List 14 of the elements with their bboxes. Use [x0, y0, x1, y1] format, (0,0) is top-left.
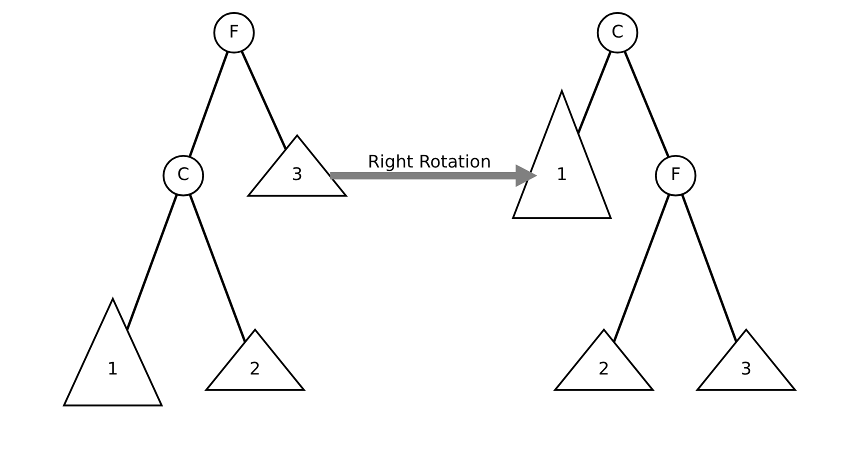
connector	[624, 51, 670, 158]
node-circle: C	[162, 154, 204, 196]
connector	[126, 194, 178, 330]
node-circle: C	[596, 12, 638, 54]
connector	[188, 51, 229, 158]
connector	[240, 50, 287, 150]
connector	[188, 194, 246, 342]
connector	[577, 51, 612, 134]
arrow	[330, 164, 538, 187]
edge-label: Right Rotation	[368, 152, 492, 172]
node-circle: F	[213, 12, 255, 54]
connector	[612, 194, 670, 342]
node-circle: F	[654, 154, 696, 196]
connector	[681, 194, 738, 342]
